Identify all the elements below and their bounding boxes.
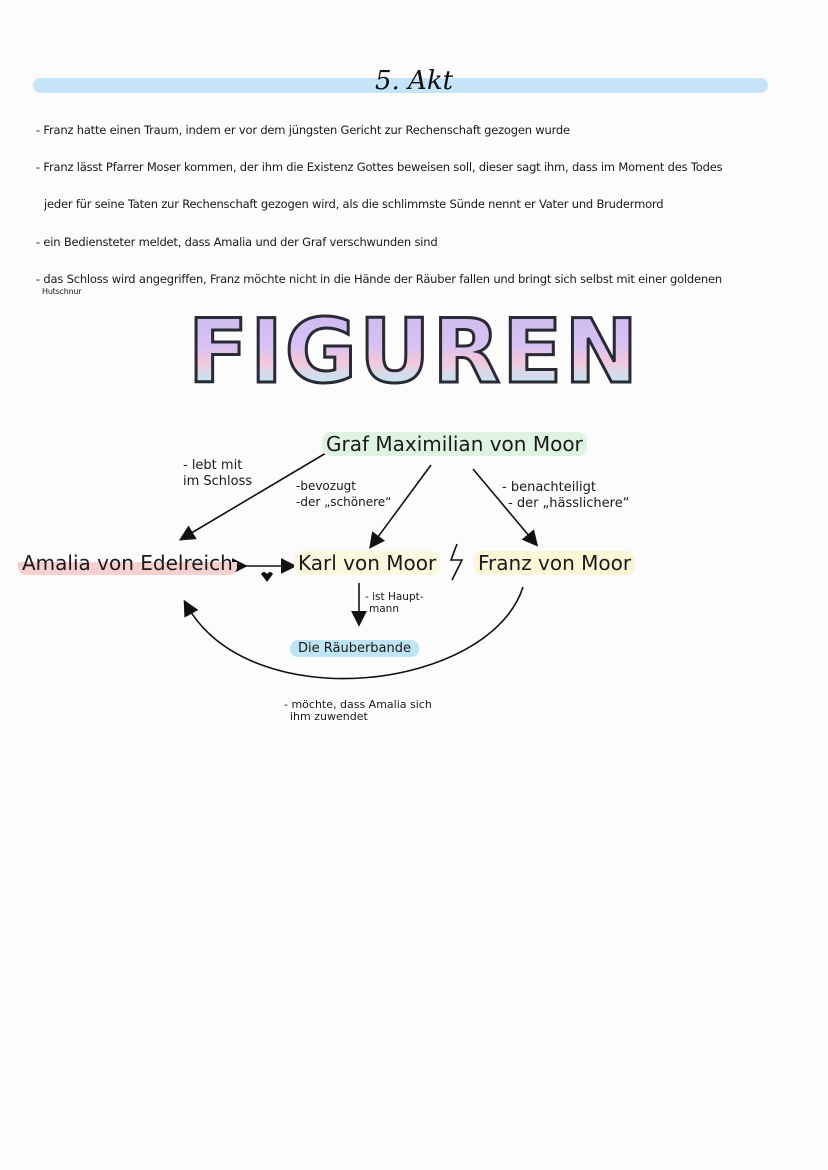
label-line: im Schloss <box>183 474 253 489</box>
node-raeuberbande: Die Räuberbande <box>290 640 420 657</box>
label-franz-amalia: - möchte, dass Amalia sich ihm zuwendet <box>284 699 432 723</box>
page-title: 5. Akt <box>374 66 454 96</box>
label-graf-karl: -bevozugt -der „schönere“ <box>296 478 391 510</box>
node-karl: Karl von Moor <box>294 551 441 575</box>
node-graf: Graf Maximilian von Moor <box>322 432 587 456</box>
lightning-conflict-icon <box>449 543 464 581</box>
label-line: ihm zuwendet <box>290 710 368 723</box>
note-line: - das Schloss wird angegriffen, Franz mö… <box>36 272 722 286</box>
label-line: mann <box>369 603 399 615</box>
note-line: - Franz hatte einen Traum, indem er vor … <box>36 123 570 137</box>
title-highlight-bar <box>33 78 768 93</box>
section-heading: FIGUREN <box>0 299 828 405</box>
note-line: - Franz lässt Pfarrer Moser kommen, der … <box>36 160 723 174</box>
label-line: - ist Haupt- <box>365 591 424 603</box>
node-amalia: Amalia von Edelreich <box>18 551 237 575</box>
note-line: Hutschnur <box>42 287 82 296</box>
label-line: -der „schönere“ <box>296 495 392 509</box>
arrow-graf-amalia <box>178 452 327 541</box>
label-line: - lebt mit <box>183 458 243 473</box>
label-line: -bevozugt <box>296 479 356 493</box>
node-franz: Franz von Moor <box>474 551 636 575</box>
label-line: - der „hässlichere“ <box>508 496 630 511</box>
label-graf-amalia: - lebt mit im Schloss <box>183 458 252 490</box>
label-graf-franz: - benachteiligt - der „hässlichere“ <box>502 480 629 512</box>
heart-icon <box>261 572 273 582</box>
label-karl-raeuber: - ist Haupt- mann <box>365 591 424 615</box>
arrow-graf-karl <box>369 464 432 549</box>
arrow-graf-franz <box>472 468 539 547</box>
label-line: - benachteiligt <box>502 480 596 495</box>
label-line: - möchte, dass Amalia sich <box>284 698 432 711</box>
note-line: - ein Bediensteter meldet, dass Amalia u… <box>36 235 438 249</box>
note-line: jeder für seine Taten zur Rechenschaft g… <box>44 197 664 211</box>
arrow-franz-amalia <box>183 586 524 680</box>
